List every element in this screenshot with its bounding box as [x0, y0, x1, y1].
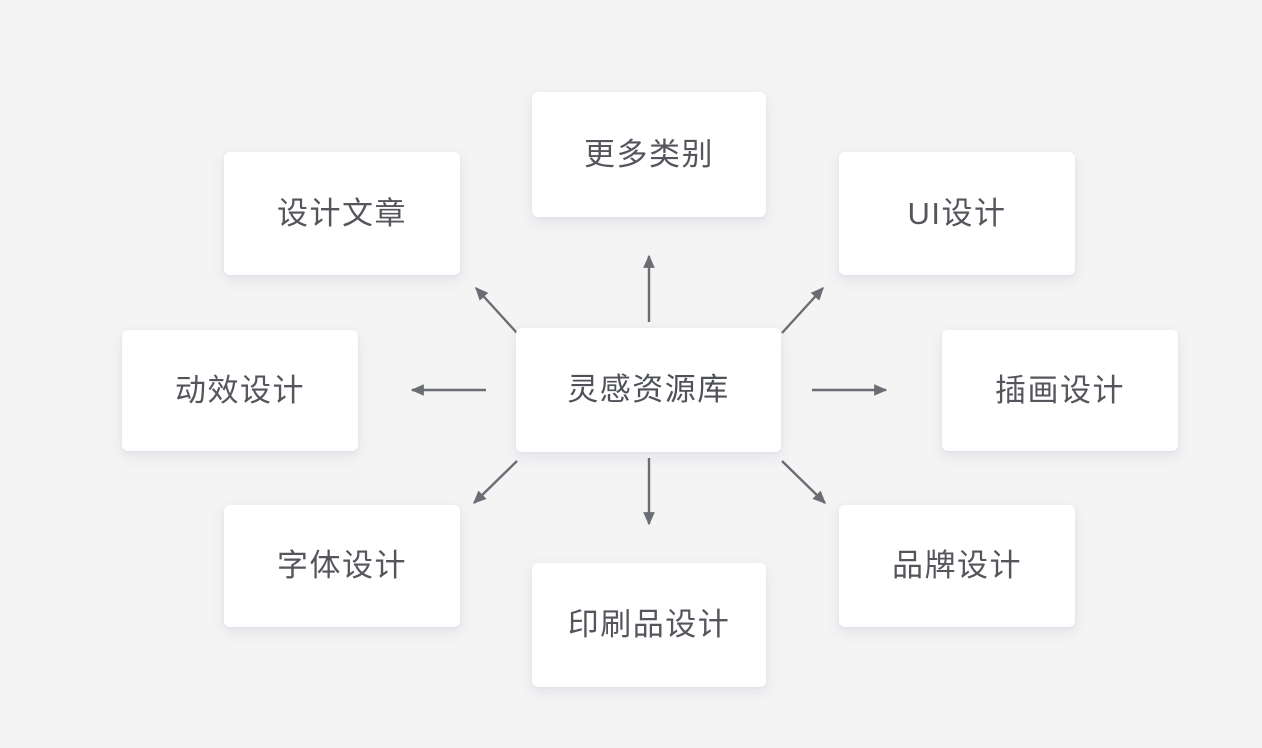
node-right-label: 插画设计	[995, 372, 1125, 408]
node-bottom[interactable]: 印刷品设计	[532, 563, 766, 687]
node-right[interactable]: 插画设计	[942, 330, 1178, 451]
node-left[interactable]: 动效设计	[122, 330, 358, 451]
node-bottom-right-label: 品牌设计	[892, 548, 1022, 584]
node-bottom-left[interactable]: 字体设计	[224, 505, 460, 627]
arrow-up-left-icon	[475, 287, 518, 334]
node-top-right[interactable]: UI设计	[839, 152, 1075, 275]
node-top-label: 更多类别	[584, 136, 714, 172]
node-left-label: 动效设计	[175, 372, 305, 408]
node-bottom-right[interactable]: 品牌设计	[839, 505, 1075, 627]
node-top[interactable]: 更多类别	[532, 92, 766, 217]
node-top-left-label: 设计文章	[277, 195, 407, 231]
arrow-down-right-icon	[781, 460, 826, 504]
arrow-down-left-icon	[473, 460, 518, 504]
node-top-right-label: UI设计	[907, 195, 1007, 231]
node-top-left[interactable]: 设计文章	[224, 152, 460, 275]
node-center-label: 灵感资源库	[567, 372, 730, 408]
node-center[interactable]: 灵感资源库	[516, 328, 781, 452]
node-bottom-left-label: 字体设计	[277, 548, 407, 584]
arrow-up-right-icon	[781, 287, 824, 334]
node-bottom-label: 印刷品设计	[567, 607, 731, 643]
